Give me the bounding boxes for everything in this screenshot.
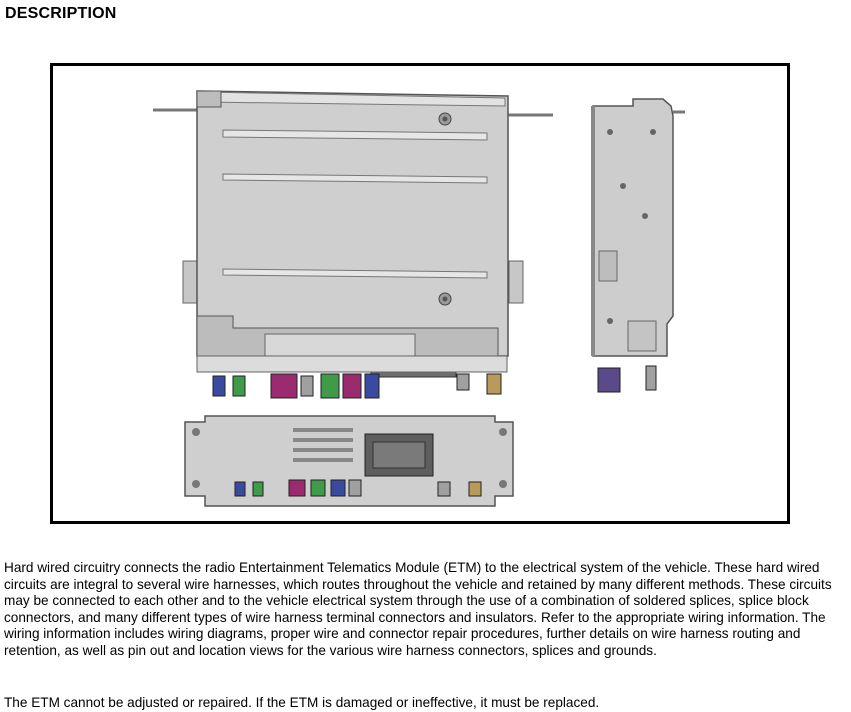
etm-front-view [153, 90, 553, 399]
description-paragraph-service: The ETM cannot be adjusted or repaired. … [4, 695, 600, 710]
page-heading: DESCRIPTION [5, 5, 117, 22]
etm-rear-view [184, 415, 514, 507]
etm-illustration [153, 90, 685, 507]
description-paragraph-wiring: Hard wired circuitry connects the radio … [4, 560, 832, 658]
etm-side-view [591, 98, 685, 393]
etm-illustration-frame [50, 63, 790, 524]
